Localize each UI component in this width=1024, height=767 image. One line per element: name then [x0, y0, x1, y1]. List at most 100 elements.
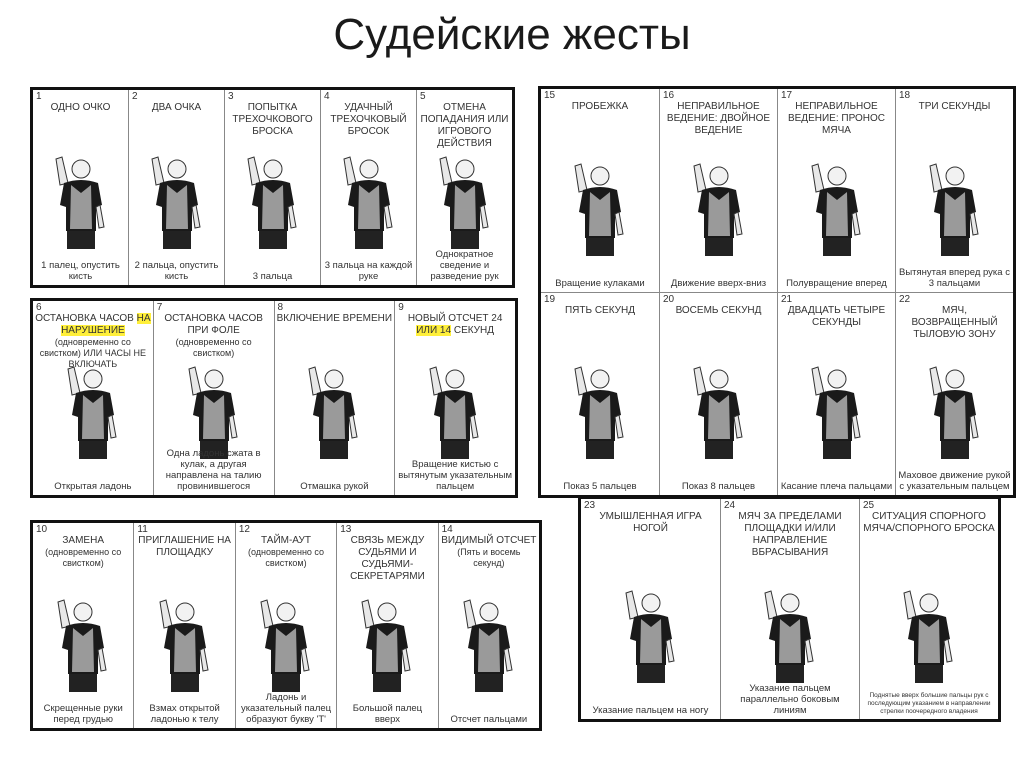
referee-illustration — [352, 584, 422, 694]
gesture-number: 2 — [132, 91, 138, 102]
gesture-number: 21 — [781, 294, 793, 305]
referee-illustration — [430, 141, 500, 251]
gesture-caption: Поднятые вверх большие пальцы рук с посл… — [867, 692, 991, 715]
title-text: ТРИ СЕКУНДЫ — [918, 101, 991, 112]
gesture-title: ВКЛЮЧЕНИЕ ВРЕМЕНИ — [277, 313, 393, 325]
gesture-caption: 1 палец, опустить кисть — [41, 260, 120, 282]
gesture-caption: Показ 5 пальцев — [563, 481, 637, 492]
referee-illustration — [150, 584, 220, 694]
gesture-caption: Вращение кулаками — [555, 278, 645, 289]
gesture-caption: Вращение кистью с вытянутым указательным… — [398, 459, 512, 492]
title-text: ТАЙМ-АУТ — [261, 535, 312, 546]
referee-illustration — [299, 351, 369, 461]
referee-illustration — [238, 141, 308, 251]
referee-illustration — [454, 584, 524, 694]
title-text: ПЯТЬ СЕКУНД — [564, 305, 636, 316]
gesture-caption: 3 пальца — [252, 271, 293, 282]
referee-illustration — [684, 148, 754, 258]
gesture-title: МЯЧ ЗА ПРЕДЕЛАМИ ПЛОЩАДКИ И/ИЛИ НАПРАВЛЕ… — [723, 511, 857, 559]
title-text: МЯЧ ЗА ПРЕДЕЛАМИ ПЛОЩАДКИ И/ИЛИ НАПРАВЛЕ… — [738, 511, 842, 558]
gesture-title: НЕПРАВИЛЬНОЕ ВЕДЕНИЕ: ДВОЙНОЕ ВЕДЕНИЕ — [662, 101, 775, 137]
gesture-title: ПРОБЕЖКА — [543, 101, 657, 113]
gesture-number: 11 — [137, 524, 148, 535]
gesture-title: ДВАДЦАТЬ ЧЕТЫРЕ СЕКУНДЫ — [780, 305, 893, 329]
gesture-title: СВЯЗЬ МЕЖДУ СУДЬЯМИ И СУДЬЯМИ-СЕКРЕТАРЯМ… — [339, 535, 435, 583]
gesture-caption: Взмах открытой ладонью к телу — [149, 703, 220, 725]
gesture-number: 4 — [324, 91, 330, 102]
gesture-caption: Скрещенные руки перед грудью — [43, 703, 123, 725]
gesture-title: ПЯТЬ СЕКУНД — [543, 305, 657, 317]
gesture-number: 20 — [663, 294, 675, 305]
gesture-title: ЗАМЕНА(одновременно со свистком) — [35, 535, 131, 569]
title-text: ПРОБЕЖКА — [571, 101, 629, 112]
gesture-number: 5 — [420, 91, 426, 102]
title-text: ПРИГЛАШЕНИЕ НА ПЛОЩАДКУ — [138, 535, 231, 558]
gesture-title: ОТМЕНА ПОПАДАНИЯ ИЛИ ИГРОВОГО ДЕЙСТВИЯ — [419, 102, 510, 150]
referee-illustration — [920, 351, 990, 461]
gesture-caption: Показ 8 пальцев — [681, 481, 756, 492]
title-text: УДАЧНЫЙ ТРЕХОЧКОВЫЙ БРОСОК — [330, 102, 407, 137]
referee-illustration — [251, 584, 321, 694]
title-text: ОТМЕНА ПОПАДАНИЯ ИЛИ ИГРОВОГО ДЕЙСТВИЯ — [420, 102, 509, 149]
title-text: ВКЛЮЧЕНИЕ ВРЕМЕНИ — [276, 313, 393, 324]
gesture-number: 13 — [340, 524, 352, 535]
title-text: ЗАМЕНА — [62, 535, 104, 546]
gesture-title: ОСТАНОВКА ЧАСОВ ПРИ ФОЛЕ(одновременно со… — [156, 313, 272, 359]
gesture-subtitle: (одновременно со свистком) — [247, 547, 325, 568]
gesture-title: ТРИ СЕКУНДЫ — [898, 101, 1011, 113]
gesture-caption: Одна ладонь сжата в кулак, а другая напр… — [165, 448, 262, 492]
gesture-caption: Вытянутая вперед рука с 3 пальцами — [899, 267, 1010, 289]
gesture-title: ДВА ОЧКА — [131, 102, 222, 114]
slide-title: Судейские жесты — [333, 10, 691, 59]
gesture-title: УДАЧНЫЙ ТРЕХОЧКОВЫЙ БРОСОК — [323, 102, 414, 138]
gesture-number: 23 — [584, 500, 596, 511]
gesture-number: 14 — [441, 524, 453, 535]
gesture-number: 6 — [36, 302, 42, 313]
gesture-caption: 2 пальца, опустить кисть — [134, 260, 219, 282]
gesture-caption: Указание пальцем параллельно боковым лин… — [740, 683, 840, 716]
gesture-subtitle: (одновременно со свистком) — [45, 547, 122, 568]
gesture-subtitle: (Пять и восемь секунд) — [457, 547, 521, 568]
referee-illustration — [684, 351, 754, 461]
gesture-number: 16 — [663, 90, 675, 101]
gesture-caption: Отмашка рукой — [300, 481, 369, 492]
gesture-caption: Касание плеча пальцами — [780, 481, 893, 492]
gesture-number: 12 — [238, 524, 250, 535]
gesture-number: 25 — [863, 500, 875, 511]
title-text: ОСТАНОВКА ЧАСОВ — [35, 313, 137, 324]
gesture-title: ПОПЫТКА ТРЕХОЧКОВОГО БРОСКА — [227, 102, 318, 138]
gesture-title: ВОСЕМЬ СЕКУНД — [662, 305, 775, 317]
gesture-title: НОВЫЙ ОТСЧЕТ 24 ИЛИ 14 СЕКУНД — [397, 313, 513, 337]
gesture-number: 10 — [36, 524, 48, 535]
gesture-caption: 3 пальца на каждой руке — [324, 260, 413, 282]
gesture-title: ПРИГЛАШЕНИЕ НА ПЛОЩАДКУ — [136, 535, 232, 559]
title-text: СВЯЗЬ МЕЖДУ СУДЬЯМИ И СУДЬЯМИ-СЕКРЕТАРЯМ… — [350, 535, 425, 582]
gesture-title: НЕПРАВИЛЬНОЕ ВЕДЕНИЕ: ПРОНОС МЯЧА — [780, 101, 893, 137]
referee-illustration — [894, 575, 964, 685]
title-text: ВОСЕМЬ СЕКУНД — [675, 305, 762, 316]
gesture-subtitle: (одновременно со свистком) — [175, 337, 252, 358]
referee-illustration — [46, 141, 116, 251]
gesture-caption: Открытая ладонь — [54, 481, 132, 492]
title-text: МЯЧ, ВОЗВРАЩЕННЫЙ ТЫЛОВУЮ ЗОНУ — [911, 305, 998, 340]
gesture-caption: Однократное сведение и разведение рук — [430, 249, 499, 282]
title-text: СЕКУНД — [451, 325, 495, 336]
gesture-title: МЯЧ, ВОЗВРАЩЕННЫЙ ТЫЛОВУЮ ЗОНУ — [898, 305, 1011, 341]
gesture-caption: Полувращение вперед — [786, 278, 887, 289]
gesture-number: 7 — [156, 302, 163, 313]
gesture-caption: Движение вверх-вниз — [670, 278, 767, 289]
